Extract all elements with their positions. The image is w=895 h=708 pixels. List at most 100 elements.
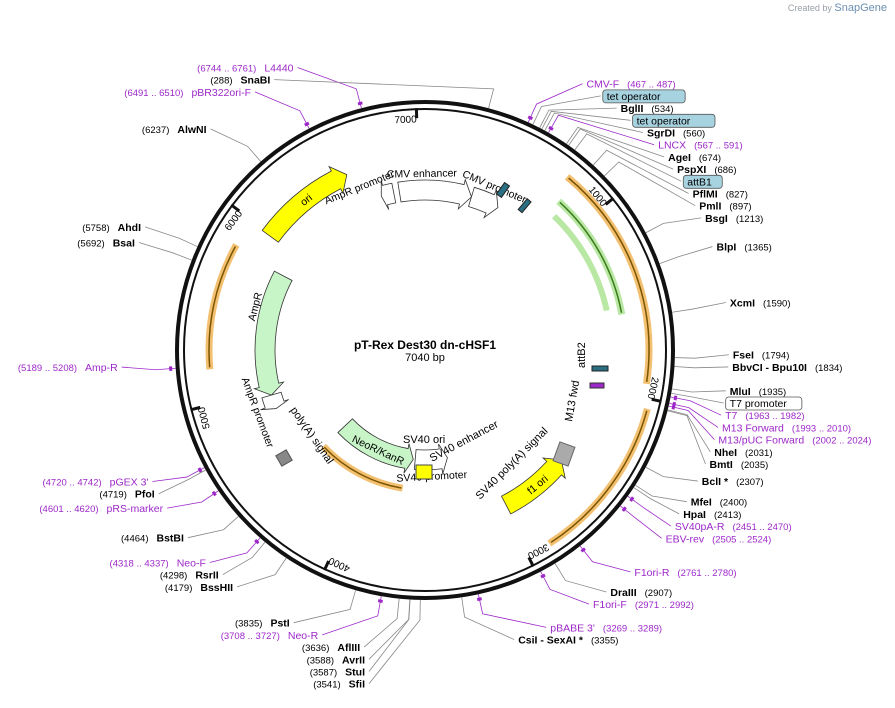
site-name: SnaBI [241,75,271,87]
tick-mark [230,203,241,213]
site-label-xcmi[interactable]: XcmI(1590) [730,297,791,309]
site-label-ampr_p[interactable]: (5189 .. 5208)Amp-R [18,362,118,374]
site-label-csii[interactable]: CsiI - SexAI * (3355) [518,635,618,647]
site-label-sfii[interactable]: (3541)SfiI [313,679,365,691]
feature-ampr-promoter-top [380,180,397,210]
label-leader [368,599,411,672]
site-label-bstbi[interactable]: (4464)BstBI [121,533,184,545]
site-label-pmli[interactable]: PmlI(897) [699,201,751,213]
site-label-pgex3[interactable]: (4720 .. 4742)pGEX 3' [42,477,148,489]
site-label-bcli[interactable]: BclI *(2307) [702,476,764,488]
site-label-cmvf[interactable]: CMV-F(467 .. 487) [586,79,675,91]
site-label-nhei[interactable]: NheI(2031) [714,447,772,459]
site-label-sgrdi[interactable]: SgrDI(560) [647,128,705,140]
site-coord: (6744 .. 6761) [197,63,256,74]
site-label-blpi[interactable]: BlpI(1365) [717,242,772,254]
site-label-afliii[interactable]: (3636)AflIII [302,642,360,654]
site-coord: (4464) [121,534,148,545]
attb2-label: attB2 [576,342,588,368]
site-label-attb1[interactable]: attB1 [687,176,712,188]
site-label-mfei[interactable]: MfeI(2400) [691,497,747,509]
label-leader [574,133,682,182]
sv40-ori-label: SV40 ori [403,434,445,446]
site-label-m13fwd[interactable]: M13 Forward(1993 .. 2010) [722,422,851,434]
site-label-lncx[interactable]: LNCX(567 .. 591) [658,140,743,152]
site-label-psti[interactable]: (3835)PstI [235,618,290,630]
site-name: CsiI - SexAI * [518,635,584,647]
site-coord: (2505 .. 2524) [712,534,771,545]
site-coord: (1794) [762,351,789,362]
site-label-sv40par[interactable]: SV40pA-R(2451 .. 2470) [675,521,792,533]
site-label-agei[interactable]: AgeI(674) [668,152,721,164]
site-coord: (3835) [235,619,262,630]
orange-feature-arcs [205,174,653,547]
site-label-pfoi[interactable]: (4719)PfoI [99,489,154,501]
site-label-ahdi[interactable]: (5758)AhdI [82,222,141,234]
cmv-mark-1 [495,181,511,199]
site-label-pbabe[interactable]: pBABE 3'(3269 .. 3289) [550,622,662,634]
site-name: BsgI [705,213,728,225]
site-coord: (4601 .. 4620) [39,504,98,515]
site-label-bglii[interactable]: BglII(534) [621,103,674,115]
site-label-neof[interactable]: (4318 .. 4337)Neo-F [110,557,206,569]
polya-box-left [275,449,293,467]
label-leader [604,161,696,207]
site-name: HpaI [683,509,706,521]
site-name: PflMI [693,189,718,201]
site-label-alwni[interactable]: (6237)AlwNI [142,124,207,136]
site-coord: (5692) [77,238,104,249]
site-label-tetop1[interactable]: tet operator [607,91,661,103]
site-label-fsei[interactable]: FseI(1794) [733,350,789,362]
site-label-stui[interactable]: (3587)StuI [310,666,365,678]
label-leader [633,487,680,515]
site-label-avrii[interactable]: (3588)AvrII [307,654,366,666]
site-name: BmtI [709,459,732,471]
site-label-f1orir[interactable]: F1ori-R(2761 .. 2780) [634,567,736,579]
site-label-bbvci[interactable]: BbvCI - Bpu10I(1834) [732,362,842,374]
site-label-bsai[interactable]: (5692)BsaI [77,237,135,249]
site-label-pbr322[interactable]: (6491 .. 6510)pBR322ori-F [124,87,251,99]
sv40-ori-box [415,464,433,480]
site-name: CMV-F [586,79,619,91]
site-label-rsrii[interactable]: (4298)RsrII [160,570,219,582]
site-label-bsgi[interactable]: BsgI(1213) [705,213,763,225]
site-label-tetop2[interactable]: tet operator [637,115,691,127]
site-label-pspxi[interactable]: PspXI(686) [677,164,736,176]
site-coord: (2031) [745,448,772,459]
attb-span-arc [556,198,626,316]
feature-neor [337,418,414,474]
site-label-draiii[interactable]: DraIII(2907) [610,587,672,599]
site-label-snabi[interactable]: (288)SnaBI [210,75,270,87]
feature-ampr [252,270,293,396]
site-name: tet operator [607,91,661,103]
site-label-pflmi[interactable]: PflMI(827) [693,189,748,201]
site-coord: (686) [714,165,736,176]
site-label-ebvrev[interactable]: EBV-rev(2505 .. 2524) [666,533,772,545]
site-label-bsshii[interactable]: (4179)BssHII [165,582,233,594]
plasmid-name: pT-Rex Dest30 dn-cHSF1 [354,338,496,352]
site-name: Neo-R [288,630,319,642]
site-label-neor[interactable]: (3708 .. 3727)Neo-R [221,630,319,642]
site-label-hpai[interactable]: HpaI(2413) [683,509,741,521]
label-leader [659,246,713,265]
label-leader [539,107,617,129]
site-label-t7[interactable]: T7(1963 .. 1982) [725,410,804,422]
site-name: attB1 [687,176,712,188]
site-label-f1orif[interactable]: F1ori-F(2971 .. 2992) [593,599,694,611]
tick-mark [651,397,662,403]
site-name: pBR322ori-F [191,87,251,99]
site-coord: (1590) [763,298,790,309]
site-label-l4440[interactable]: (6744 .. 6761)L4440 [197,62,294,74]
site-coord: (3355) [591,636,618,647]
site-coord: (2002 .. 2024) [812,436,871,447]
site-name: T7 [725,410,737,422]
site-label-t7prom[interactable]: T7 promoter [730,398,788,410]
site-label-bmti[interactable]: BmtI(2035) [709,459,768,471]
site-label-mlui[interactable]: MluI(1935) [730,386,786,398]
site-label-prsmarker[interactable]: (4601 .. 4620)pRS-marker [39,503,163,515]
site-coord: (2907) [645,588,672,599]
site-label-m13puc[interactable]: M13/pUC Forward(2002 .. 2024) [718,435,871,447]
attb-span-arc-inner [552,213,610,312]
label-leader [209,537,261,563]
label-leader [672,302,726,313]
